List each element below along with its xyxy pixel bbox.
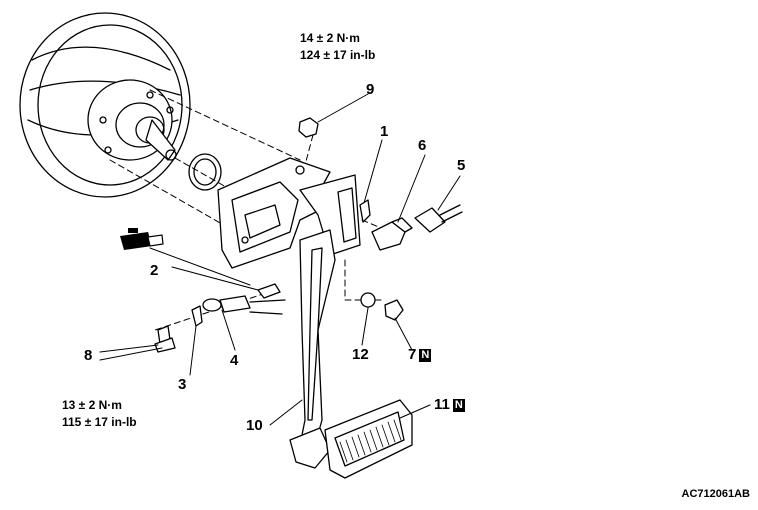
- torque-spec-bolt-8: 13 ± 2 N·m 115 ± 17 in-lb: [62, 397, 137, 431]
- torque-metric: 13 ± 2 N·m: [62, 398, 122, 412]
- callout-3: 3: [178, 376, 187, 393]
- callout-1: 1: [380, 123, 389, 140]
- bolt-8: [154, 325, 176, 353]
- callout-4: 4: [230, 352, 239, 369]
- torque-spec-nut-9: 14 ± 2 N·m 124 ± 17 in-lb: [300, 30, 375, 64]
- callout-9: 9: [366, 81, 375, 98]
- callout-10: 10: [246, 417, 263, 434]
- bushing-12: [360, 292, 376, 308]
- torque-metric: 14 ± 2 N·m: [300, 31, 360, 45]
- brake-pedal-arm: [289, 229, 336, 469]
- torque-imperial: 115 ± 17 in-lb: [62, 415, 137, 429]
- stop-lamp-switch: [371, 217, 413, 251]
- nut-9: [298, 117, 319, 138]
- cotter-pin-3: [191, 305, 203, 327]
- figure-code: AC712061AB: [681, 488, 750, 500]
- brake-booster: [19, 12, 191, 198]
- stopper-7: [384, 299, 404, 321]
- callout-11-number: 11: [434, 396, 450, 413]
- booster-gasket: [188, 153, 222, 191]
- pedal-bracket: [217, 157, 361, 269]
- callout-6: 6: [418, 137, 427, 154]
- callout-8: 8: [84, 347, 93, 364]
- nonreusable-mark: N: [452, 399, 465, 412]
- callout-5: 5: [457, 157, 466, 174]
- pin-2: [257, 283, 281, 299]
- callout-7-number: 7: [408, 346, 417, 363]
- grease-gun-icon: [120, 228, 164, 250]
- clevis-4: [202, 295, 286, 315]
- pedal-pad: [324, 399, 413, 479]
- callout-12: 12: [352, 346, 369, 363]
- callout-2: 2: [150, 262, 159, 279]
- clip-1: [359, 199, 371, 223]
- connector-5: [414, 204, 463, 233]
- torque-imperial: 124 ± 17 in-lb: [300, 48, 376, 62]
- nonreusable-mark: N: [419, 349, 432, 362]
